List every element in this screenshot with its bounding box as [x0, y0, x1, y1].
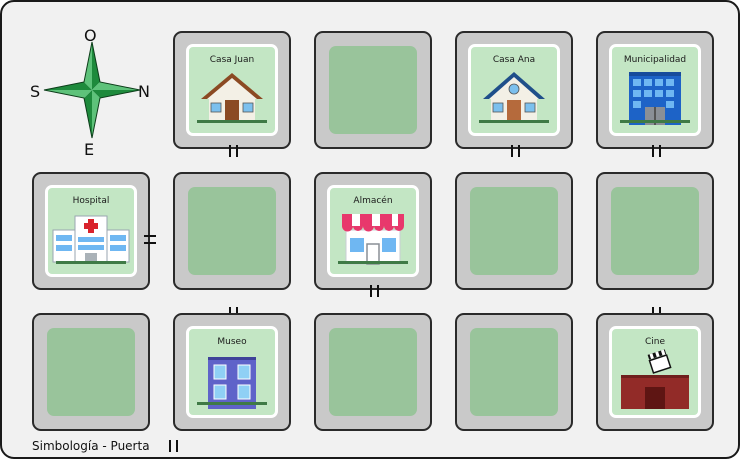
house-icon	[483, 72, 545, 121]
casa-juan-label: Casa Juan	[209, 55, 255, 65]
almacen-label: Almacén	[353, 196, 393, 206]
lot-municipalidad: Municipalidad	[609, 44, 701, 136]
house-icon	[201, 73, 263, 121]
empty-lot	[611, 187, 699, 275]
door-almacen	[367, 285, 381, 297]
empty-lot	[470, 187, 558, 275]
block-empty-1-2[interactable]	[314, 31, 432, 149]
ground-line	[56, 261, 126, 264]
block-almacen[interactable]: Almacén	[314, 172, 432, 290]
legend: Simbología - Puerta	[32, 439, 150, 453]
hospital-icon	[52, 215, 130, 263]
legend-label: Simbología - Puerta	[32, 439, 150, 453]
ground-line	[338, 261, 408, 264]
ground-line	[197, 120, 267, 123]
door-municipalidad	[649, 145, 663, 157]
ground-line	[620, 120, 690, 123]
compass-rose: O S N E	[30, 26, 155, 159]
lot-hospital: Hospital	[45, 185, 137, 277]
lot-casa-juan: Casa Juan	[186, 44, 278, 136]
block-cine[interactable]: Cine	[596, 313, 714, 431]
store-icon	[342, 214, 404, 265]
compass-west-label: O	[84, 26, 97, 45]
block-museo[interactable]: Museo	[173, 313, 291, 431]
hospital-label: Hospital	[72, 196, 110, 206]
block-municipalidad[interactable]: Municipalidad	[596, 31, 714, 149]
compass-north-label: N	[138, 82, 150, 101]
compass-star-icon	[43, 41, 141, 139]
cinema-icon	[621, 349, 689, 409]
lot-casa-ana: Casa Ana	[468, 44, 560, 136]
block-empty-3-3[interactable]	[314, 313, 432, 431]
lot-almacen: Almacén	[327, 185, 419, 277]
empty-lot	[47, 328, 135, 416]
municipalidad-label: Municipalidad	[623, 55, 687, 65]
block-empty-2-5[interactable]	[596, 172, 714, 290]
block-empty-2-4[interactable]	[455, 172, 573, 290]
museum-icon	[208, 357, 256, 409]
empty-lot	[188, 187, 276, 275]
door-hospital	[144, 232, 156, 246]
casa-ana-label: Casa Ana	[492, 55, 536, 65]
empty-lot	[329, 328, 417, 416]
cine-label: Cine	[644, 337, 666, 347]
legend-door-symbol	[166, 440, 180, 452]
block-empty-3-4[interactable]	[455, 313, 573, 431]
block-casa-juan[interactable]: Casa Juan	[173, 31, 291, 149]
compass-south-label: S	[30, 82, 41, 101]
lot-museo: Museo	[186, 326, 278, 418]
museo-label: Museo	[217, 337, 247, 347]
block-hospital[interactable]: Hospital	[32, 172, 150, 290]
block-casa-ana[interactable]: Casa Ana	[455, 31, 573, 149]
block-empty-3-1[interactable]	[32, 313, 150, 431]
lot-cine: Cine	[609, 326, 701, 418]
ground-line	[479, 120, 549, 123]
compass-east-label: E	[84, 140, 95, 159]
door-casa-ana	[508, 145, 522, 157]
empty-lot	[470, 328, 558, 416]
ground-line	[197, 402, 267, 405]
block-empty-2-2[interactable]	[173, 172, 291, 290]
door-casa-juan	[226, 145, 240, 157]
empty-lot	[329, 46, 417, 134]
